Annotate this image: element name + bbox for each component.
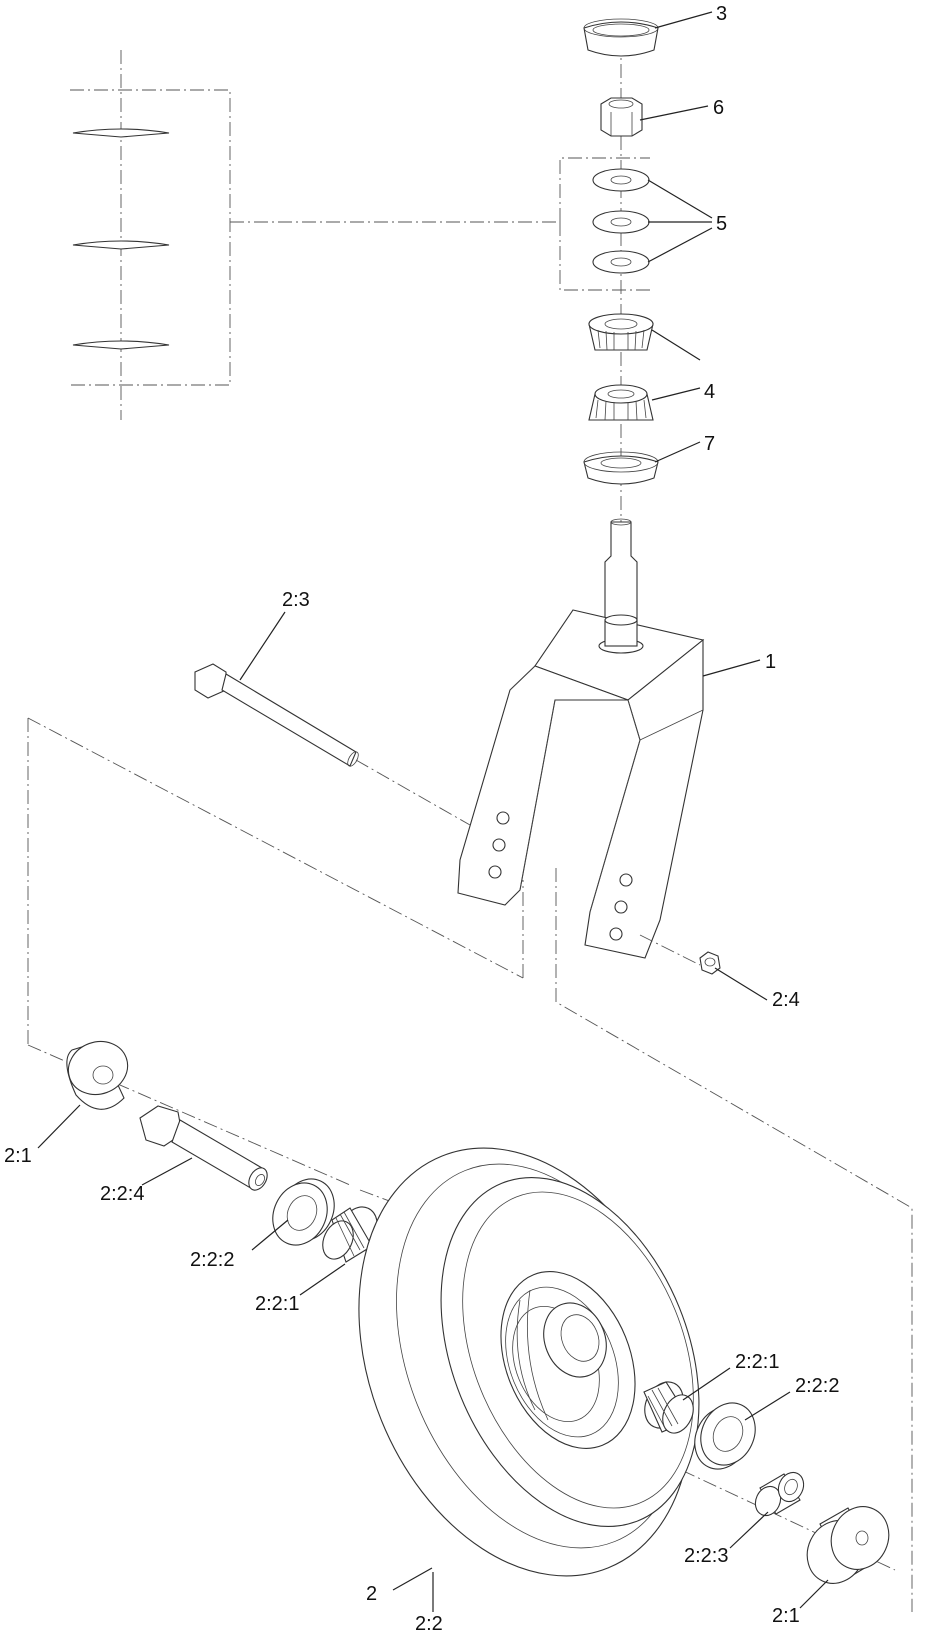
axle-nut [639, 934, 721, 975]
callout-2-2-3: 2:2:3 [684, 1545, 728, 1567]
callout-2-4: 2:4 [772, 989, 800, 1011]
callout-2-1-right: 2:1 [772, 1605, 800, 1627]
assembly-guide-lines [27, 717, 913, 1612]
wheel-assembly [358, 1147, 700, 1577]
tapered-roller-bearings [588, 313, 654, 421]
callout-6: 6 [713, 97, 724, 119]
cone-bearing-right [643, 1381, 694, 1434]
dust-cap [583, 18, 659, 57]
callout-5: 5 [716, 213, 727, 235]
callout-2-3: 2:3 [282, 589, 310, 611]
callout-2-2-1-left: 2:2:1 [255, 1293, 299, 1315]
cone-bearing-left [322, 1206, 378, 1263]
callout-2-2-1-right: 2:2:1 [735, 1351, 779, 1373]
axle-bolt [194, 663, 471, 826]
callout-2-2-2-left: 2:2:2 [190, 1249, 234, 1271]
hub-cap-left [66, 1040, 129, 1110]
callout-2-2: 2:2 [415, 1613, 443, 1635]
callout-1: 1 [765, 651, 776, 673]
right-hub-parts [643, 1381, 890, 1584]
callout-2-2-2-right: 2:2:2 [795, 1375, 839, 1397]
caster-fork [457, 518, 705, 959]
spindle-stack [583, 18, 659, 640]
callout-4: 4 [704, 381, 715, 403]
callout-2-1-left: 2:1 [4, 1145, 32, 1167]
lock-nut [600, 97, 643, 137]
hub-cap-right [806, 1506, 890, 1584]
spacer-bushing [754, 1471, 805, 1517]
washer-stack-inset [70, 50, 650, 420]
grease-seal-left [272, 1178, 335, 1246]
left-hub-parts [66, 1040, 378, 1263]
callout-7: 7 [704, 433, 715, 455]
callout-labels: 3 6 5 4 7 1 2:3 2:4 2:1 2:2:4 2:2:2 2:2:… [4, 3, 839, 1635]
bearing-seal [583, 451, 659, 485]
callout-2: 2 [366, 1583, 377, 1605]
thrust-washers [592, 168, 650, 274]
spacer-tube [139, 1105, 268, 1191]
grease-seal-right [694, 1402, 756, 1470]
leader-lines [37, 11, 829, 1612]
callout-2-2-4: 2:2:4 [100, 1183, 144, 1205]
callout-3: 3 [716, 3, 727, 25]
